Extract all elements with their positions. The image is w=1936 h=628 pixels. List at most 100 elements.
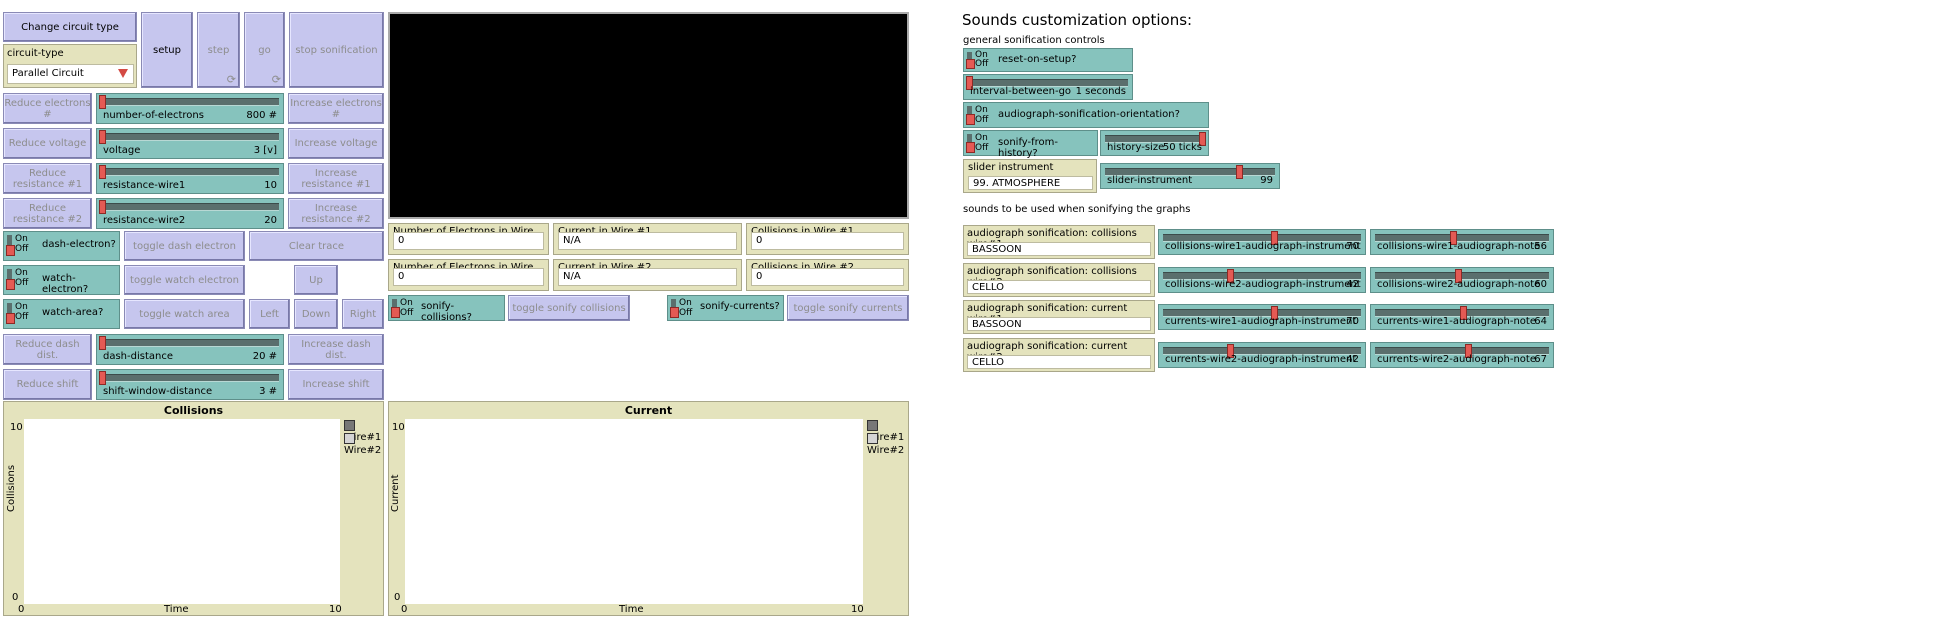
dash-electron-switch[interactable]: On Off dash-electron?	[3, 231, 120, 261]
switch-knob[interactable]	[966, 114, 975, 125]
slider-knob[interactable]	[99, 371, 106, 385]
currents-wire2-instrument-slider[interactable]: currents-wire2-audiograph-instrument 42	[1158, 342, 1366, 368]
down-button[interactable]: Down	[294, 299, 338, 329]
number-of-electrons-slider[interactable]: number-of-electrons 800 #	[96, 93, 284, 124]
sonify-currents-switch[interactable]: On Off sonify-currents?	[667, 295, 784, 321]
interval-between-go-slider[interactable]: interval-between-go 1 seconds	[963, 74, 1133, 100]
slider-knob[interactable]	[1455, 269, 1462, 283]
watch-area-switch[interactable]: On Off watch-area?	[3, 299, 120, 329]
currents-wire1-instrument-slider[interactable]: currents-wire1-audiograph-instrument 70	[1158, 304, 1366, 330]
slider-knob[interactable]	[99, 200, 106, 214]
change-circuit-type-button[interactable]: Change circuit type	[3, 12, 137, 42]
sonify-collisions-switch[interactable]: On Off sonify-collisions?	[388, 295, 505, 323]
dash-distance-slider[interactable]: dash-distance 20 #	[96, 334, 284, 365]
increase-voltage-button[interactable]: Increase voltage	[288, 128, 384, 159]
shift-window-distance-slider[interactable]: shift-window-distance 3 #	[96, 369, 284, 400]
currents-wire2-note-slider[interactable]: currents-wire2-audiograph-note 67	[1370, 342, 1554, 368]
collisions-wire2-instrument-slider[interactable]: collisions-wire2-audiograph-instrument 4…	[1158, 267, 1366, 293]
reduce-shift-button[interactable]: Reduce shift	[3, 369, 92, 400]
collisions-wire1-note-slider[interactable]: collisions-wire1-audiograph-note 56	[1370, 229, 1554, 255]
circuit-type-chooser[interactable]: circuit-type Parallel Circuit	[3, 44, 137, 88]
dropdown-arrow-icon	[118, 69, 128, 78]
slider-knob[interactable]	[1227, 344, 1234, 358]
monitor-value: N/A	[558, 232, 737, 250]
reduce-electrons-button[interactable]: Reduce electrons #	[3, 93, 92, 124]
slider-knob[interactable]	[1199, 132, 1206, 146]
switch-label: reset-on-setup?	[998, 54, 1077, 65]
go-button[interactable]: go ⟳	[244, 12, 285, 88]
slider-instrument-slider[interactable]: slider-instrument 99	[1100, 163, 1280, 189]
increase-shift-button[interactable]: Increase shift	[288, 369, 384, 400]
voltage-slider[interactable]: voltage 3 [v]	[96, 128, 284, 159]
reset-on-setup-switch[interactable]: On Off reset-on-setup?	[963, 48, 1133, 72]
slider-knob[interactable]	[1271, 306, 1278, 320]
sonify-from-history-switch[interactable]: On Off sonify-from-history?	[963, 130, 1098, 159]
slider-knob[interactable]	[99, 165, 106, 179]
increase-resistance-2-button[interactable]: Increase resistance #2	[288, 198, 384, 229]
slider-knob[interactable]	[1271, 231, 1278, 245]
reduce-resistance-2-button[interactable]: Reduce resistance #2	[3, 198, 92, 229]
resistance-wire1-slider[interactable]: resistance-wire1 10	[96, 163, 284, 194]
slider-instrument-chooser[interactable]: slider instrument 99. ATMOSPHERE	[963, 159, 1097, 193]
slider-track	[101, 133, 279, 141]
collisions-wire2-chooser[interactable]: audiograph sonification: collisions wire…	[963, 263, 1155, 297]
slider-knob[interactable]	[1460, 306, 1467, 320]
slider-knob[interactable]	[1236, 165, 1243, 179]
current-wire1-chooser[interactable]: audiograph sonification: current wire#1 …	[963, 300, 1155, 334]
stop-sonification-button[interactable]: stop sonification	[289, 12, 384, 88]
switch-knob[interactable]	[6, 245, 15, 256]
slider-track	[101, 374, 279, 382]
slider-knob[interactable]	[1465, 344, 1472, 358]
switch-knob[interactable]	[670, 307, 679, 318]
switch-knob[interactable]	[966, 142, 975, 153]
slider-value: 99	[1260, 175, 1273, 186]
toggle-dash-electron-button[interactable]: toggle dash electron	[124, 231, 245, 261]
switch-knob[interactable]	[6, 279, 15, 290]
collisions-wire1-instrument-slider[interactable]: collisions-wire1-audiograph-instrument 7…	[1158, 229, 1366, 255]
step-button[interactable]: step ⟳	[197, 12, 240, 88]
legend-wire1: Wire#1	[344, 420, 383, 443]
currents-wire1-note-slider[interactable]: currents-wire1-audiograph-note 64	[1370, 304, 1554, 330]
switch-knob[interactable]	[966, 59, 975, 69]
switch-on-label: On	[400, 298, 413, 308]
x-min-label: 0	[18, 604, 25, 615]
setup-button[interactable]: setup	[141, 12, 193, 88]
slider-knob[interactable]	[99, 95, 106, 109]
reduce-voltage-button[interactable]: Reduce voltage	[3, 128, 92, 159]
watch-electron-switch[interactable]: On Off watch-electron?	[3, 265, 120, 295]
increase-resistance-1-button[interactable]: Increase resistance #1	[288, 163, 384, 194]
slider-knob[interactable]	[966, 76, 973, 90]
slider-knob[interactable]	[1450, 231, 1457, 245]
current-wire2-chooser[interactable]: audiograph sonification: current wire#2 …	[963, 338, 1155, 372]
left-button[interactable]: Left	[249, 299, 290, 329]
collisions-wire2-note-slider[interactable]: collisions-wire2-audiograph-note 60	[1370, 267, 1554, 293]
audiograph-orientation-switch[interactable]: On Off audiograph-sonification-orientati…	[963, 102, 1209, 128]
increase-electrons-button[interactable]: Increase electrons #	[288, 93, 384, 124]
collisions-wire1-chooser[interactable]: audiograph sonification: collisions wire…	[963, 225, 1155, 259]
slider-knob[interactable]	[1227, 269, 1234, 283]
history-size-slider[interactable]: history-size 50 ticks	[1100, 130, 1209, 156]
collisions-plot: Collisions 10 0 Collisions 0 Time 10 Wir…	[3, 401, 384, 616]
reduce-resistance-1-button[interactable]: Reduce resistance #1	[3, 163, 92, 194]
slider-knob[interactable]	[99, 130, 106, 144]
toggle-sonify-collisions-button[interactable]: toggle sonify collisions	[508, 295, 630, 321]
slider-track	[968, 79, 1128, 87]
right-button[interactable]: Right	[342, 299, 384, 329]
plot-title: Current	[624, 404, 673, 417]
resistance-wire2-slider[interactable]: resistance-wire2 20	[96, 198, 284, 229]
switch-label: sonify-currents?	[700, 301, 780, 312]
toggle-sonify-currents-button[interactable]: toggle sonify currents	[787, 295, 909, 321]
monitor-value: 0	[751, 268, 904, 286]
clear-trace-button[interactable]: Clear trace	[249, 231, 384, 261]
reduce-dash-distance-button[interactable]: Reduce dash dist.	[3, 334, 92, 365]
toggle-watch-area-button[interactable]: toggle watch area	[124, 299, 245, 329]
world-view[interactable]	[388, 12, 909, 219]
up-button[interactable]: Up	[294, 265, 338, 295]
switch-knob[interactable]	[6, 313, 15, 324]
toggle-watch-electron-button[interactable]: toggle watch electron	[124, 265, 245, 295]
switch-knob[interactable]	[391, 307, 400, 318]
increase-dash-distance-button[interactable]: Increase dash dist.	[288, 334, 384, 365]
slider-knob[interactable]	[99, 336, 106, 350]
slider-value: 60	[1534, 279, 1547, 290]
switch-label: audiograph-sonification-orientation?	[998, 109, 1180, 120]
